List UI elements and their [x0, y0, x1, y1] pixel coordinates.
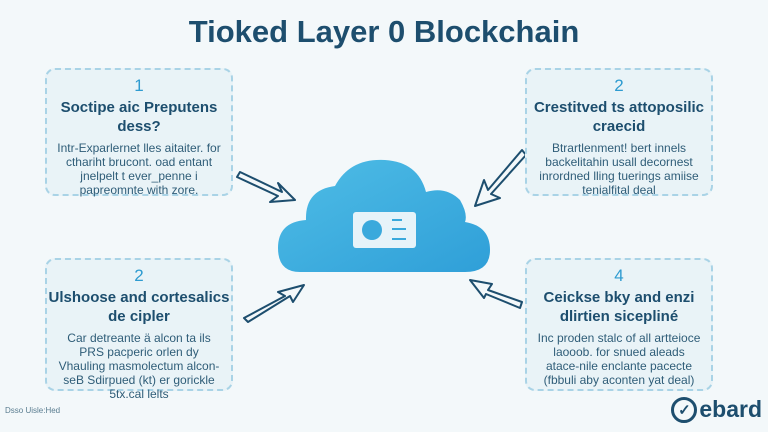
step-body: Intr-Exparlernet lles aitaiter. for ctha…: [57, 141, 221, 197]
step-card-4: 4 Ceickse bky and enzi dlirtien siceplin…: [525, 258, 713, 391]
step-body: Inc proden stalc of all artteioce laooob…: [537, 331, 701, 387]
arrow-icon: [236, 171, 296, 203]
step-body: Car detreante ä alcon ta ils PRS pacperi…: [58, 331, 220, 401]
step-card-2: 2 Crestitved ts attoposilic craecid Btra…: [525, 68, 713, 197]
step-card-3: 2 Ulshoose and cortesalics de cipler Car…: [45, 258, 233, 401]
step-number: 2: [614, 76, 624, 95]
checkmark-icon: ✓: [671, 396, 698, 423]
step-body: Btrartlenment! bert innels backelitahin …: [539, 141, 699, 197]
step-heading: Ulshoose and cortesalics de cipler: [48, 289, 230, 325]
arrow-icon: [469, 279, 523, 309]
cloud-icon: [278, 159, 490, 272]
diagram-title: Tioked Layer 0 Blockchain: [188, 14, 580, 49]
arrow-icon: [474, 149, 527, 207]
step-heading: Ceickse bky and enzi dlirtien sicepliné: [543, 289, 695, 325]
step-heading: Crestitved ts attoposilic craecid: [533, 99, 705, 135]
step-number: 4: [614, 266, 624, 285]
step-number: 2: [134, 266, 144, 285]
footer-text: Dsso Uisle:Hed: [5, 406, 61, 415]
arrow-icon: [243, 284, 305, 323]
step-heading: Soctipe aic Preputens dess?: [60, 99, 218, 135]
step-number: 1: [134, 76, 144, 95]
step-card-1: 1 Soctipe aic Preputens dess? Intr-Expar…: [45, 68, 233, 197]
brand-logo: ✓ ebard: [671, 396, 762, 423]
logo-text: ebard: [699, 396, 762, 422]
